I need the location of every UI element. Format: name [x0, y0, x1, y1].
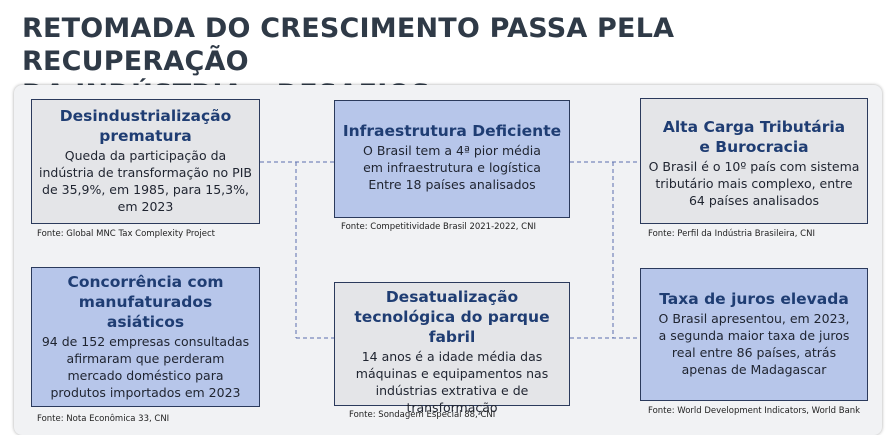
source-desindustrializacao: Fonte: Global MNC Tax Complexity Project	[37, 229, 215, 239]
card-body: O Brasil tem a 4ª pior média em infraest…	[363, 143, 541, 192]
source-desatualizacao: Fonte: Sondagem Especial 88, CNI	[349, 410, 496, 420]
card-infraestrutura: Infraestrutura Deficiente O Brasil tem a…	[334, 100, 570, 218]
card-concorrencia: Concorrência com manufaturados asiáticos…	[31, 267, 260, 407]
slide-title-line-1: RETOMADA DO CRESCIMENTO PASSA PELA RECUP…	[22, 13, 675, 77]
card-heading: Alta Carga Tributária e Burocracia	[662, 118, 846, 156]
card-heading: Desindustrialização prematura	[59, 107, 232, 145]
source-juros: Fonte: World Development Indicators, Wor…	[648, 406, 861, 416]
card-body: Queda da participação da indústria de tr…	[39, 148, 252, 214]
card-heading: Desatualização tecnológica do parque fab…	[354, 288, 550, 346]
card-body: 94 de 152 empresas consultadas afirmaram…	[41, 334, 250, 400]
source-infraestrutura: Fonte: Competitividade Brasil 2021-2022,…	[341, 222, 536, 232]
card-body: 14 anos é a idade média das máquinas e e…	[355, 349, 549, 415]
source-concorrencia: Fonte: Nota Econômica 33, CNI	[37, 414, 170, 424]
card-body: O Brasil apresentou, em 2023, a segunda …	[658, 311, 850, 377]
card-juros: Taxa de juros elevada O Brasil apresento…	[640, 268, 868, 401]
card-heading: Taxa de juros elevada	[659, 290, 849, 308]
source-carga-tributaria: Fonte: Perfil da Indústria Brasileira, C…	[648, 229, 815, 239]
card-heading: Concorrência com manufaturados asiáticos	[67, 273, 224, 331]
card-heading: Infraestrutura Deficiente	[342, 122, 562, 140]
card-desatualizacao: Desatualização tecnológica do parque fab…	[334, 282, 570, 415]
card-body: O Brasil é o 10º país com sistema tribut…	[648, 159, 860, 208]
card-desindustrializacao: Desindustrialização prematura Queda da p…	[31, 99, 260, 224]
card-carga-tributaria: Alta Carga Tributária e Burocracia O Bra…	[640, 98, 868, 224]
